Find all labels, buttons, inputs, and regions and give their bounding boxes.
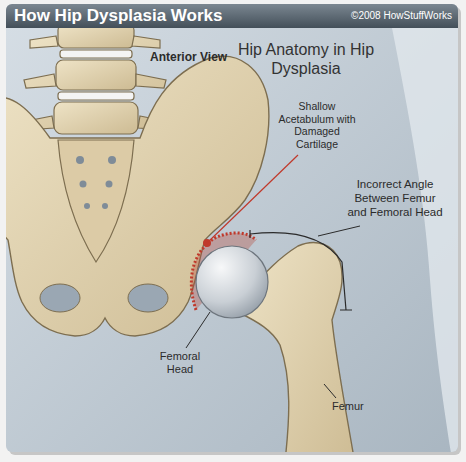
title-bar [6, 4, 458, 28]
leader-line [207, 155, 298, 243]
sacrum [58, 140, 134, 262]
sacral-foramina [76, 156, 116, 209]
obturator-foramen [128, 284, 168, 312]
part-label: Shallow Acetabulum with Damaged Cartilag… [274, 100, 360, 150]
leader-line [324, 384, 336, 398]
diagram-heading: Hip Anatomy in Hip Dysplasia [236, 40, 376, 78]
part-label: Femur [332, 400, 364, 413]
view-label: Anterior View [150, 50, 227, 64]
body-silhouette [392, 28, 458, 452]
leader-line [186, 312, 210, 348]
copyright-note: ©2008 HowStuffWorks [351, 10, 452, 22]
part-label: Femoral Head [150, 350, 210, 376]
obturator-foramen [40, 284, 80, 312]
pelvis [6, 56, 269, 336]
part-label: Incorrect Angle Between Femur and Femora… [345, 178, 445, 219]
angle-bracket [250, 230, 352, 310]
page-title: How Hip Dysplasia Works [14, 6, 222, 26]
leader-line [318, 226, 360, 236]
femoral-head [196, 246, 268, 318]
